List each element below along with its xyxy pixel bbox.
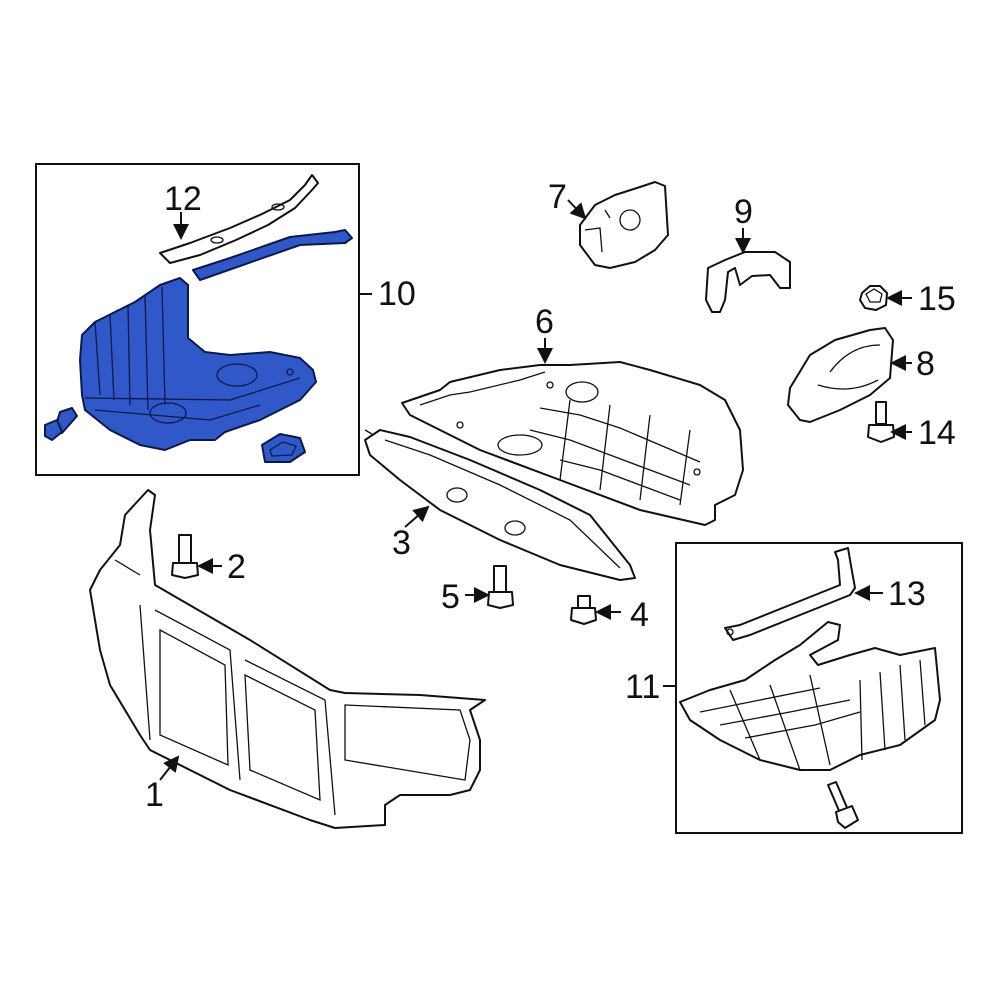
callout-11[interactable]: 11 xyxy=(625,668,661,706)
callout-2[interactable]: 2 xyxy=(227,548,246,586)
group-box-11 xyxy=(675,542,963,834)
callout-6[interactable]: 6 xyxy=(535,303,554,341)
part-2-bolt[interactable] xyxy=(171,534,199,579)
part-5-bolt[interactable] xyxy=(487,565,514,609)
callout-12[interactable]: 12 xyxy=(164,180,202,218)
part-14-bolt[interactable] xyxy=(867,401,895,443)
part-7-shield[interactable] xyxy=(579,181,669,269)
part-12-bracket[interactable] xyxy=(159,174,319,264)
part-11-bolt[interactable] xyxy=(827,781,859,829)
part-15-nut[interactable] xyxy=(859,285,888,311)
callout-9[interactable]: 9 xyxy=(734,193,753,231)
group-box-10 xyxy=(35,163,360,476)
callout-4[interactable]: 4 xyxy=(630,596,649,634)
part-8-shield[interactable] xyxy=(787,327,894,423)
callout-3[interactable]: 3 xyxy=(392,524,411,562)
part-10-grommet[interactable] xyxy=(261,433,306,463)
callout-7[interactable]: 7 xyxy=(548,178,567,216)
part-1-radiator-support[interactable] xyxy=(89,489,486,829)
callout-1[interactable]: 1 xyxy=(145,776,164,814)
part-10-bolt[interactable] xyxy=(44,407,78,441)
callout-arrows xyxy=(159,199,912,781)
part-10-strip[interactable] xyxy=(192,229,353,281)
callout-15[interactable]: 15 xyxy=(918,280,956,318)
callout-10[interactable]: 10 xyxy=(378,275,416,313)
part-6-under-cover[interactable] xyxy=(401,361,744,526)
part-13-bracket[interactable] xyxy=(724,547,856,641)
callout-8[interactable]: 8 xyxy=(916,345,935,383)
part-10-under-cover[interactable] xyxy=(79,277,317,451)
part-11-under-cover[interactable] xyxy=(679,621,941,771)
part-4-bolt[interactable] xyxy=(570,595,597,625)
callout-13[interactable]: 13 xyxy=(888,575,926,613)
part-3-panel[interactable] xyxy=(364,429,636,581)
callout-14[interactable]: 14 xyxy=(918,414,956,452)
part-9-deflector[interactable] xyxy=(705,251,791,313)
callout-5[interactable]: 5 xyxy=(441,578,460,616)
